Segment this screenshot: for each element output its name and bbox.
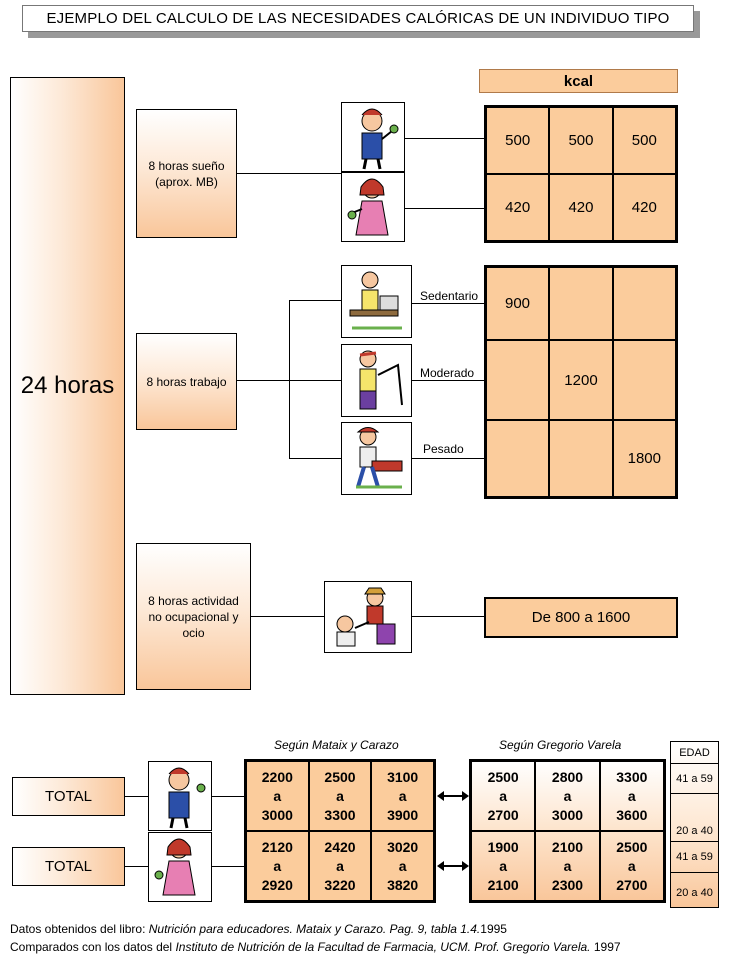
sedentary-kcal: 900 <box>486 267 550 340</box>
footer-line-2: Comparados con los datos del Instituto d… <box>10 940 621 954</box>
edad-row: 41 a 59 <box>671 842 718 873</box>
kcal-cell: 500 <box>612 107 676 174</box>
kcal-cell: 420 <box>486 174 550 241</box>
kcal-header: kcal <box>479 69 678 93</box>
compare-arrow-icon <box>437 859 469 873</box>
kcal-cell: 420 <box>549 174 613 241</box>
woman-eating-icon <box>148 832 212 902</box>
kcal-cell: 500 <box>549 107 613 174</box>
edad-row: 41 a 59 <box>671 764 718 794</box>
edad-row: 20 a 40 <box>671 794 718 842</box>
compare-arrow-icon <box>437 789 469 803</box>
work-label: 8 horas trabajo <box>136 333 237 430</box>
leisure-people-icon <box>324 581 412 653</box>
page-title: EJEMPLO DEL CALCULO DE LAS NECESIDADES C… <box>22 5 694 32</box>
man-eating-icon <box>148 761 212 831</box>
edad-header: EDAD <box>671 742 718 764</box>
moderate-worker-icon <box>341 344 412 417</box>
hours-box: 24 horas <box>10 77 125 695</box>
source-mataix: Según Mataix y Carazo <box>274 738 399 752</box>
heavy-worker-icon <box>341 422 412 495</box>
woman-eating-icon <box>341 172 405 242</box>
sleep-label: 8 horas sueño (aprox. MB) <box>136 109 237 238</box>
total-label-female: TOTAL <box>12 847 125 886</box>
man-eating-icon <box>341 102 405 172</box>
heavy-label: Pesado <box>423 442 464 456</box>
moderate-kcal: 1200 <box>549 340 613 420</box>
work-kcal-grid: 900 1200 1800 <box>484 265 678 499</box>
edad-row: 20 a 40 <box>676 887 713 899</box>
sleep-kcal-grid: 500 500 500 420 420 420 <box>484 105 678 243</box>
source-varela: Según Gregorio Varela <box>499 738 622 752</box>
total-label-male: TOTAL <box>12 777 125 816</box>
footer-line-1: Datos obtenidos del libro: Nutrición par… <box>10 922 507 936</box>
leisure-kcal: De 800 a 1600 <box>484 597 678 638</box>
moderate-label: Moderado <box>420 366 475 380</box>
edad-column: EDAD 41 a 59 20 a 40 41 a 59 20 a 40 <box>670 741 719 908</box>
kcal-cell: 420 <box>612 174 676 241</box>
sedentary-label: Sedentario <box>420 289 479 303</box>
leisure-label: 8 horas actividad no ocupacional y ocio <box>136 543 251 690</box>
sedentary-worker-icon <box>341 265 412 338</box>
heavy-kcal: 1800 <box>612 420 676 497</box>
kcal-cell: 500 <box>486 107 550 174</box>
